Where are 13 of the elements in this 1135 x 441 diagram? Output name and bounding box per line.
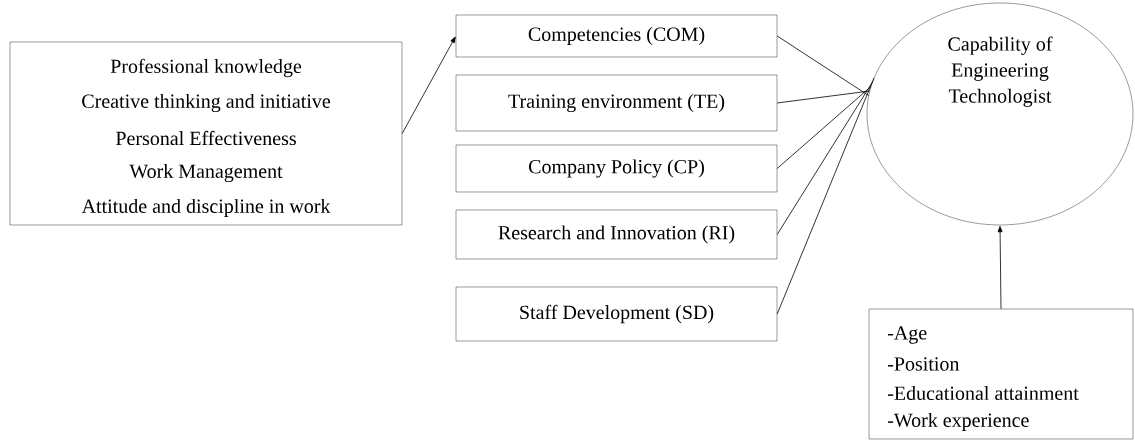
factor-box: Competencies (COM) — [455, 14, 778, 58]
attribute-box: -Age -Position -Educational attainment -Work experience — [868, 308, 1134, 440]
connector — [776, 35, 870, 96]
factor-box: Company Policy (CP) — [455, 144, 778, 193]
connector — [401, 36, 456, 134]
factor-box: Staff Development (SD) — [455, 286, 778, 342]
connector — [776, 77, 875, 315]
connector — [997, 226, 1003, 310]
factor-box: Training environment (TE) — [455, 74, 778, 132]
factor-box: Research and Innovation (RI) — [455, 209, 778, 260]
connector — [776, 90, 871, 104]
attribute-box: Professional knowledge Creative thinking and initiative Personal Effectiveness Work Management Attitude and discipline in work — [9, 41, 403, 226]
connector — [776, 81, 873, 235]
